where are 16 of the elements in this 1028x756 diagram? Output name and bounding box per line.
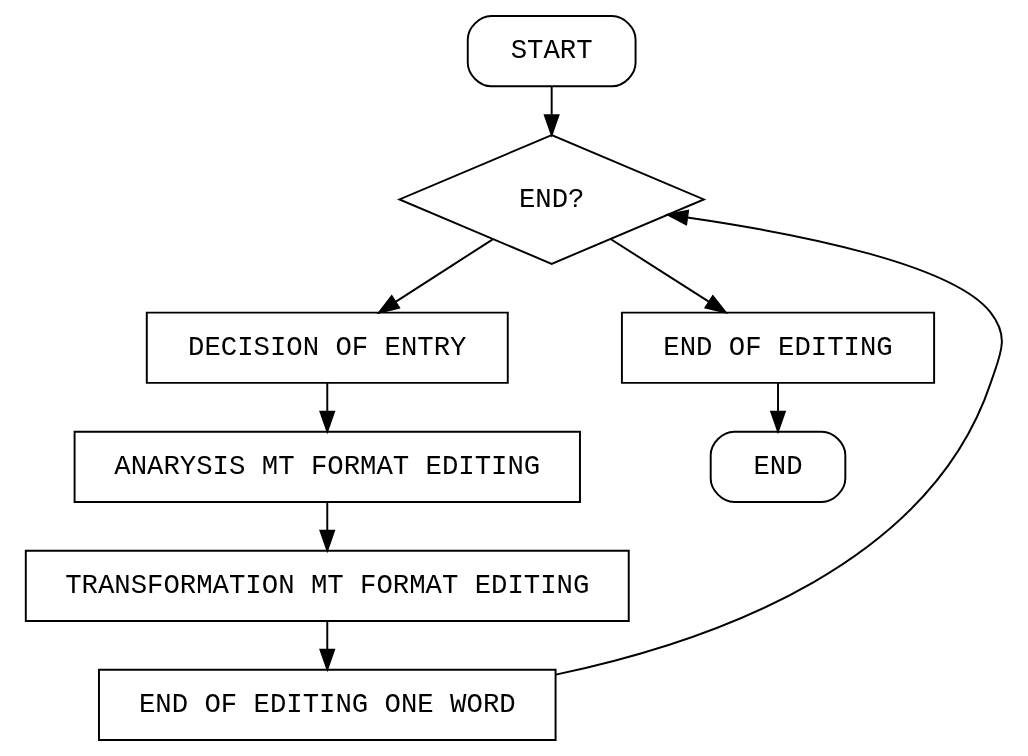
node-box: END OF EDITING <box>620 311 936 384</box>
arrow <box>554 209 1003 676</box>
arrow <box>609 238 729 314</box>
node-box: ANARYSIS MT FORMAT EDITING <box>73 430 581 503</box>
arrow <box>319 620 336 673</box>
node-diamond: END? <box>396 134 707 265</box>
node-box: END <box>709 430 847 503</box>
node-box: DECISION OF ENTRY <box>145 311 509 384</box>
node-box: TRANSFORMATION MT FORMAT EDITING <box>24 549 630 622</box>
arrow <box>319 382 336 435</box>
arrow <box>376 238 494 315</box>
arrow <box>543 85 560 138</box>
node-box: START <box>466 15 637 88</box>
arrow <box>319 501 336 554</box>
arrow <box>769 382 787 435</box>
node-box: END OF EDITING ONE WORD <box>98 668 557 741</box>
